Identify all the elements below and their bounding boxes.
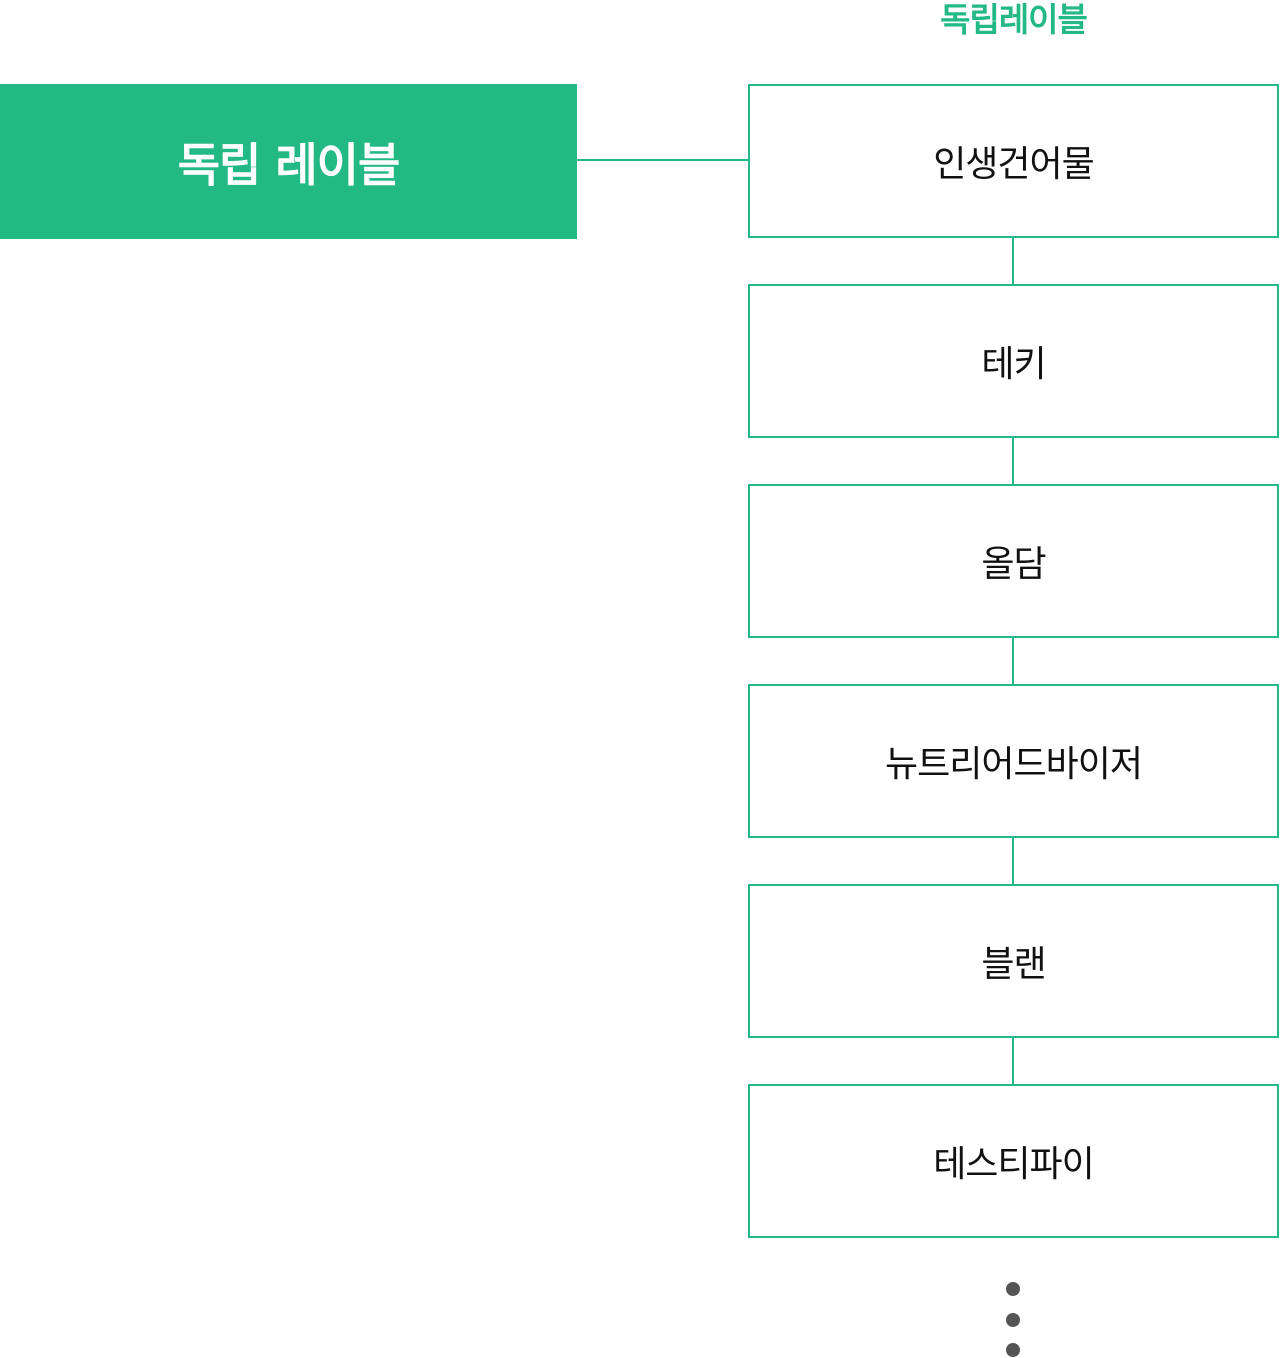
ellipsis-dot — [1006, 1282, 1020, 1296]
horizontal-connector — [577, 159, 748, 161]
column-title: 독립레이블 — [940, 0, 1088, 39]
vertical-connector — [1012, 438, 1014, 484]
brand-box-2: 테키 — [748, 284, 1279, 438]
brand-label: 테키 — [981, 344, 1046, 385]
vertical-connector — [1012, 1038, 1014, 1084]
brand-box-5: 블랜 — [748, 884, 1279, 1038]
brand-box-1: 인생건어물 — [748, 84, 1279, 238]
vertical-connector — [1012, 638, 1014, 684]
vertical-connector — [1012, 238, 1014, 284]
main-category-label: 독립 레이블 — [177, 137, 401, 192]
brand-box-4: 뉴트리어드바이저 — [748, 684, 1279, 838]
main-category-box: 독립 레이블 — [0, 84, 577, 239]
brand-label: 테스티파이 — [933, 1144, 1095, 1185]
brand-box-3: 올담 — [748, 484, 1279, 638]
ellipsis-dot — [1006, 1313, 1020, 1327]
ellipsis-dot — [1006, 1343, 1020, 1357]
vertical-connector — [1012, 838, 1014, 884]
brand-label: 올담 — [981, 544, 1046, 585]
brand-box-6: 테스티파이 — [748, 1084, 1279, 1238]
brand-label: 인생건어물 — [933, 144, 1095, 185]
brand-label: 블랜 — [981, 944, 1046, 985]
brand-label: 뉴트리어드바이저 — [885, 744, 1143, 785]
